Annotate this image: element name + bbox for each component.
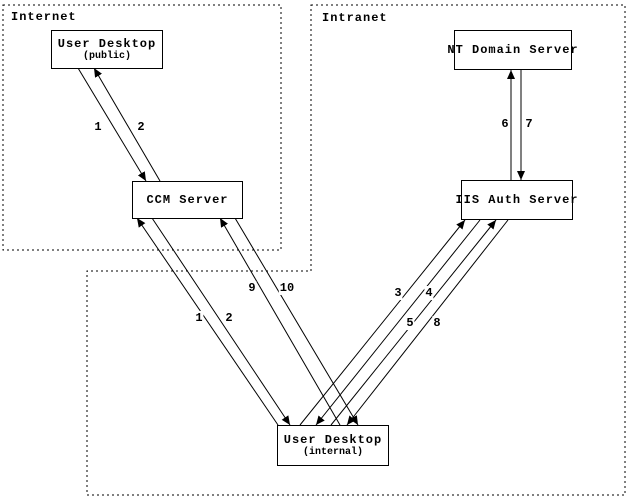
edge-label-2-public: 2 (136, 120, 146, 134)
edge-label-7: 7 (524, 117, 534, 131)
edge-label-9: 9 (247, 281, 257, 295)
edge-label-8: 8 (432, 316, 442, 330)
edge-1-public-desktop-to-ccm (77, 67, 147, 182)
edge-4-iis-to-internal-desktop (315, 219, 481, 426)
edge-1-internal-desktop-to-ccm (136, 217, 279, 426)
node-title: NT Domain Server (447, 43, 579, 57)
edge-9-internal-desktop-to-ccm (219, 217, 341, 426)
edge-label-10: 10 (278, 281, 296, 295)
edge-label-3: 3 (393, 286, 403, 300)
node-subtitle: (public) (82, 51, 131, 62)
node-user-desktop-internal: User Desktop (internal) (277, 425, 389, 466)
edge-8-iis-to-internal-desktop (346, 219, 509, 426)
node-iis-auth-server: IIS Auth Server (455, 180, 578, 220)
edge-label-1-public: 1 (93, 120, 103, 134)
node-user-desktop-public: User Desktop (public) (51, 30, 163, 69)
node-subtitle: (internal) (302, 447, 363, 458)
node-title: User Desktop (283, 433, 383, 447)
intranet-zone-label: Intranet (322, 11, 388, 25)
edge-label-2-internal: 2 (224, 311, 234, 325)
edge-label-5: 5 (405, 316, 415, 330)
edge-label-6: 6 (500, 117, 510, 131)
node-title: IIS Auth Server (455, 193, 579, 207)
edge-3-internal-desktop-to-iis (299, 219, 466, 426)
node-title: User Desktop (57, 37, 157, 51)
internet-zone-label: Internet (11, 10, 77, 24)
intranet-zone-border (86, 4, 626, 496)
edge-10-ccm-to-internal-desktop (234, 217, 359, 426)
node-title: CCM Server (146, 193, 229, 207)
edge-label-4: 4 (424, 286, 434, 300)
node-nt-domain-server: NT Domain Server (447, 30, 578, 70)
node-ccm-server: CCM Server (132, 181, 243, 219)
internet-zone-border (2, 4, 282, 251)
edge-2-ccm-to-internal-desktop (151, 217, 291, 426)
edge-label-1-internal: 1 (194, 311, 204, 325)
edge-2-ccm-to-public-desktop (93, 67, 161, 182)
